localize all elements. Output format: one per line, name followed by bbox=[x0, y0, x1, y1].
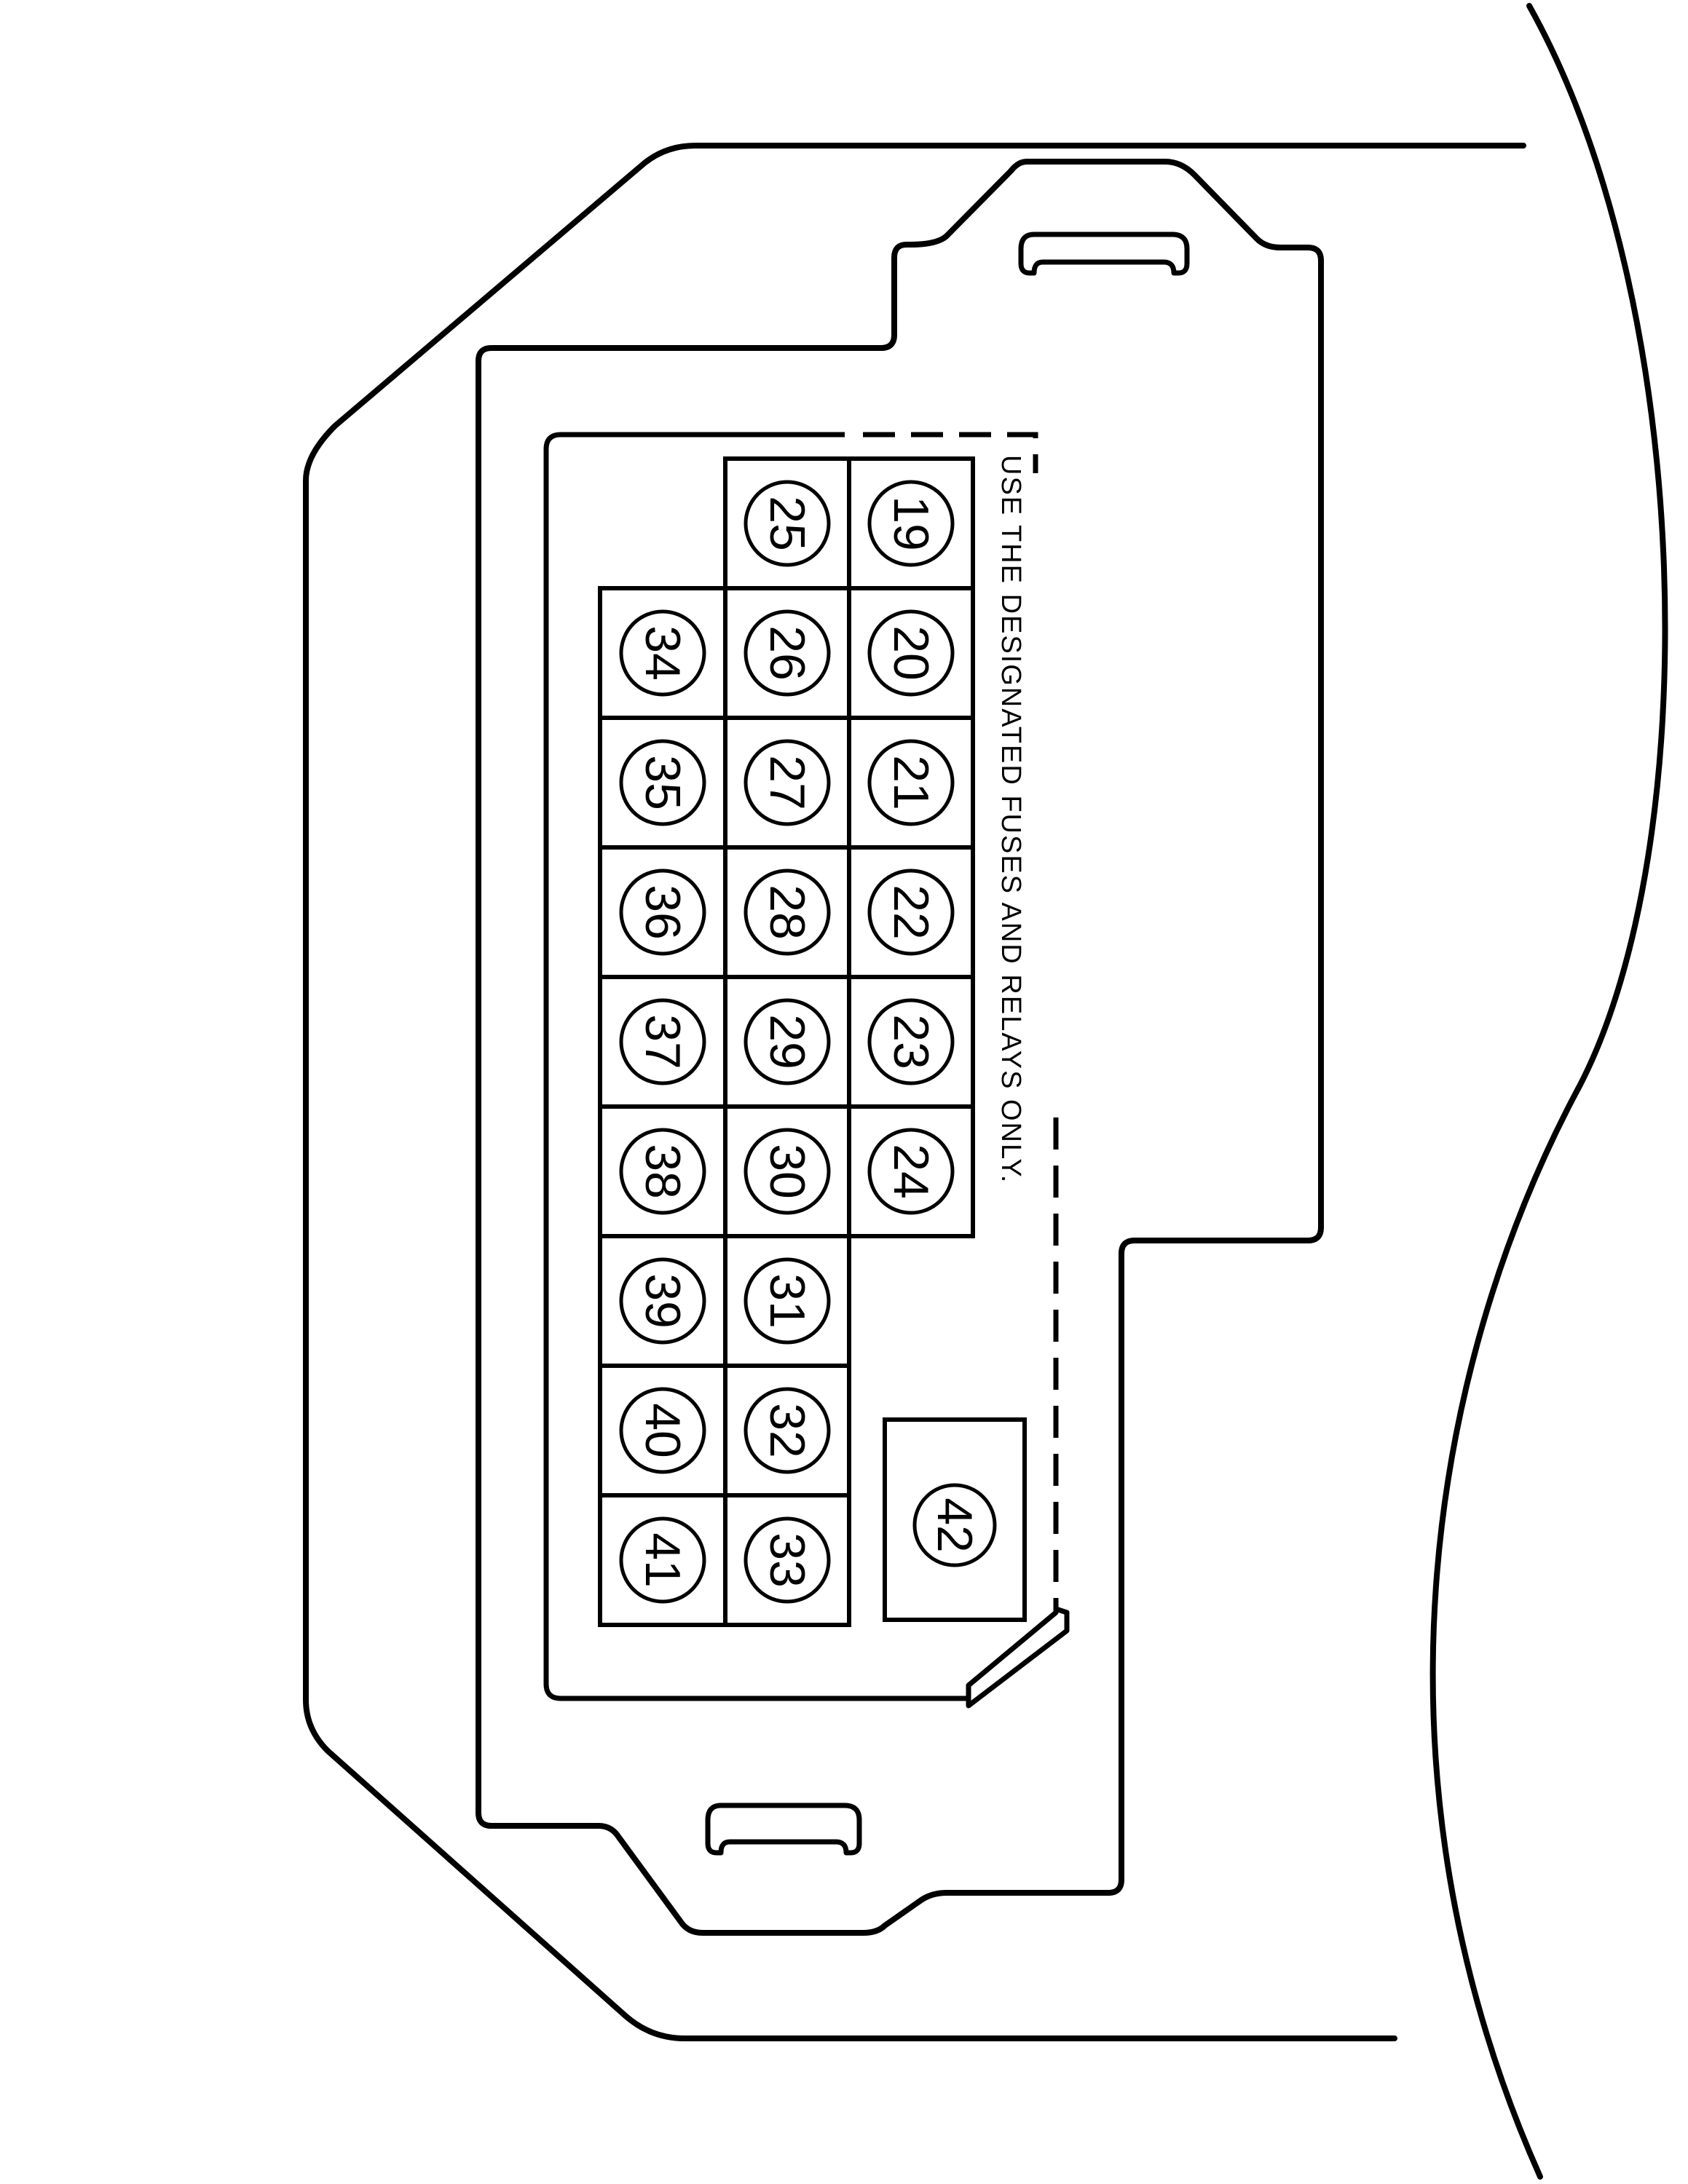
fuse-number: 40 bbox=[635, 1403, 690, 1458]
side-curve bbox=[1429, 3, 1668, 2180]
fuse-number-ring bbox=[867, 998, 955, 1085]
fuse-number-ring bbox=[619, 1387, 706, 1474]
fuse-number: 36 bbox=[635, 885, 690, 940]
cover-panel bbox=[476, 159, 1324, 1936]
fuse-number-ring bbox=[744, 1257, 831, 1345]
fuse-number: 27 bbox=[760, 755, 815, 810]
fuse-slot: 31 bbox=[723, 1234, 851, 1368]
fuse-slot: 30 bbox=[723, 1104, 851, 1238]
fuse-slot: 22 bbox=[847, 845, 975, 979]
fuse-number: 30 bbox=[760, 1144, 815, 1199]
fuse-number: 25 bbox=[760, 496, 815, 551]
fuse-number-ring bbox=[744, 1128, 831, 1215]
relay-number: 42 bbox=[927, 1497, 982, 1553]
relay-number-ring bbox=[912, 1483, 997, 1567]
fuse-slot: 28 bbox=[723, 845, 851, 979]
fuse-number-ring bbox=[744, 739, 831, 826]
fuse-slot: 29 bbox=[723, 975, 851, 1109]
fuse-number-ring bbox=[867, 480, 955, 567]
fuse-slot: 24 bbox=[847, 1104, 975, 1238]
fuse-number: 34 bbox=[635, 625, 690, 681]
fuse-grid: 19 20 21 22 23 24 25 26 27 28 29 30 31 32 33 34 35 36 37 38… bbox=[598, 456, 975, 1627]
fuse-slot: 21 bbox=[847, 716, 975, 850]
fuse-number: 22 bbox=[883, 885, 939, 940]
fuse-number-ring bbox=[744, 1516, 831, 1604]
fuse-number: 20 bbox=[883, 625, 939, 681]
fuse-slot: 33 bbox=[723, 1493, 851, 1627]
bottom-latch-slot bbox=[705, 1803, 862, 1856]
fuse-slot: 39 bbox=[598, 1234, 727, 1368]
fuse-number: 19 bbox=[883, 496, 939, 551]
fuse-number: 38 bbox=[635, 1144, 690, 1199]
fuse-number: 31 bbox=[760, 1273, 815, 1329]
fuse-number-ring bbox=[619, 609, 706, 697]
fuse-number: 41 bbox=[635, 1532, 690, 1588]
top-latch-slot bbox=[1018, 232, 1190, 276]
fuse-number: 33 bbox=[760, 1532, 815, 1588]
fuse-slot: 20 bbox=[847, 586, 975, 720]
fuse-number-ring bbox=[744, 998, 831, 1085]
fuse-slot: 40 bbox=[598, 1364, 727, 1497]
fuse-number-ring bbox=[867, 1128, 955, 1215]
fuse-number-ring bbox=[867, 739, 955, 826]
fuse-slot: 25 bbox=[723, 456, 851, 590]
tray-corner-clip bbox=[966, 1606, 1070, 1709]
warning-note: USE THE DESIGNATED FUSES AND RELAYS ONLY… bbox=[995, 455, 1026, 1184]
housing-outline bbox=[303, 143, 1526, 2041]
fuse-number-ring bbox=[744, 869, 831, 956]
fuse-slot: 19 bbox=[847, 456, 975, 590]
fuse-slot: 34 bbox=[598, 586, 727, 720]
fuse-number-ring bbox=[619, 739, 706, 826]
fuse-tray bbox=[543, 432, 969, 1701]
fuse-number: 37 bbox=[635, 1014, 690, 1069]
relay-block: 42 bbox=[883, 1417, 1027, 1622]
fuse-number-ring bbox=[619, 869, 706, 956]
fuse-slot: 38 bbox=[598, 1104, 727, 1238]
fuse-number-ring bbox=[867, 869, 955, 956]
fuse-number-ring bbox=[744, 1387, 831, 1474]
fuse-slot: 35 bbox=[598, 716, 727, 850]
fuse-number-ring bbox=[619, 1257, 706, 1345]
fuse-number-ring bbox=[867, 609, 955, 697]
fuse-number: 21 bbox=[883, 755, 939, 810]
fuse-slot: 36 bbox=[598, 845, 727, 979]
tray-dashed-top bbox=[863, 432, 1038, 473]
fuse-number-ring bbox=[744, 480, 831, 567]
fuse-number: 26 bbox=[760, 625, 815, 681]
fuse-number-ring bbox=[619, 998, 706, 1085]
fuse-number: 29 bbox=[760, 1014, 815, 1069]
fuse-number: 23 bbox=[883, 1014, 939, 1069]
fuse-slot: 26 bbox=[723, 586, 851, 720]
fuse-number: 35 bbox=[635, 755, 690, 810]
fuse-slot: 23 bbox=[847, 975, 975, 1109]
fuse-number-ring bbox=[619, 1128, 706, 1215]
fuse-number: 39 bbox=[635, 1273, 690, 1329]
fuse-slot: 32 bbox=[723, 1364, 851, 1497]
fuse-number-ring bbox=[744, 609, 831, 697]
fuse-number: 28 bbox=[760, 885, 815, 940]
fuse-slot: 37 bbox=[598, 975, 727, 1109]
fuse-slot: 27 bbox=[723, 716, 851, 850]
fuse-slot: 41 bbox=[598, 1493, 727, 1627]
fuse-number: 24 bbox=[883, 1144, 939, 1199]
fuse-number-ring bbox=[619, 1516, 706, 1604]
fuse-number: 32 bbox=[760, 1403, 815, 1458]
